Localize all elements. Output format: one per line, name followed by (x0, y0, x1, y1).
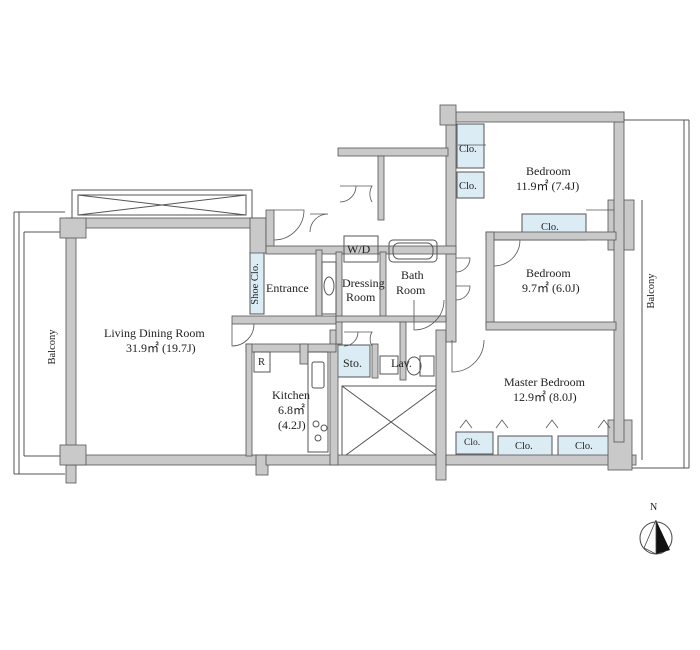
compass-icon (639, 519, 673, 555)
living-dining-room-area: 31.9㎡ (19.7J) (126, 341, 196, 355)
balcony-right-label: Balcony (646, 273, 657, 309)
bath-room-label-1: Bath (401, 268, 424, 282)
fixtures (253, 235, 438, 453)
kitchen-area: 6.8㎡ (278, 403, 306, 417)
bedroom1-area: 11.9㎡ (7.4J) (516, 179, 580, 193)
entrance-label: Entrance (266, 281, 309, 295)
dressing-room-label-1: Dressing (342, 276, 385, 290)
shoe-closet-label: Shoe Clo. (250, 263, 261, 305)
balcony-left-label: Balcony (47, 329, 58, 365)
closet-label-bed2: Clo. (541, 222, 559, 233)
closet-label-bed1-b: Clo. (459, 181, 477, 192)
bay-window (71, 189, 253, 221)
compass-north-label: N (650, 502, 658, 513)
closet-label-master-b: Clo. (515, 441, 533, 452)
closet-label-master-c: Clo. (575, 441, 593, 452)
wd-label: W/D (347, 242, 371, 256)
closet-label-master-a: Clo. (464, 438, 481, 448)
kitchen-j: (4.2J) (278, 418, 306, 432)
storage-label: Sto. (343, 356, 363, 370)
master-bedroom-name: Master Bedroom (504, 375, 585, 389)
shaft (341, 385, 441, 459)
lavatory-label: Lav. (391, 356, 412, 370)
bedroom1-name: Bedroom (526, 164, 571, 178)
closet-label-bed1-a: Clo. (459, 144, 477, 155)
doors (231, 144, 614, 429)
north-compass: N (636, 502, 676, 556)
bath-room-label-2: Room (396, 283, 426, 297)
master-bedroom-area: 12.9㎡ (8.0J) (513, 390, 577, 404)
balcony-left (13, 211, 70, 475)
living-dining-room-name: Living Dining Room (104, 326, 205, 340)
walls (59, 104, 637, 484)
dressing-room-label-2: Room (346, 290, 376, 304)
bedroom2-area: 9.7㎡ (6.0J) (522, 281, 580, 295)
kitchen-name: Kitchen (272, 388, 310, 402)
bedroom2-name: Bedroom (526, 266, 571, 280)
fridge-label: R (258, 357, 266, 368)
